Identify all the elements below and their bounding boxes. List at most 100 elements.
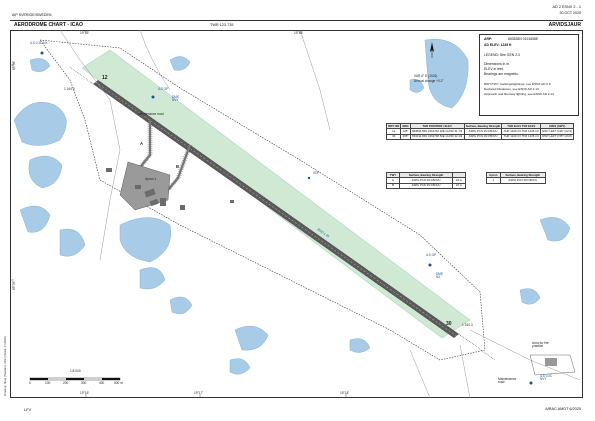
runway-table: RWY NR BRG THR POSITION / ELEV Surface, … <box>385 122 574 141</box>
ad-elevation: AD ELEV: 1245 ft <box>484 43 512 47</box>
taxiway-b-label: B <box>176 164 180 169</box>
footer-amendment: AIRAC AMDT 6/2025 <box>545 407 581 411</box>
grid-label-top: 19°16' <box>294 31 303 35</box>
table-cell: 653442.66N 0191738.52E GUND 32.4/3 <box>409 133 465 141</box>
table-cell: 1 <box>486 177 501 184</box>
runway-12-label: 12 <box>102 75 108 81</box>
taxiway-a <box>137 120 152 171</box>
lake <box>19 205 51 233</box>
declared-distances-note: Declared Distances, see ESNX AD 2.13 <box>484 87 539 91</box>
publisher: AIP SVERIGE/SWEDEN <box>12 13 52 17</box>
dme-label: DME NVY <box>172 95 180 103</box>
lake <box>539 217 571 242</box>
table-cell: 23 m <box>451 182 467 190</box>
table-cell: 30 <box>385 133 402 141</box>
lake <box>169 296 193 315</box>
runway-centreline <box>95 81 457 337</box>
table-cell: ASPH PCN 39 F/B/X/U <box>499 177 547 184</box>
arp-label: ARP: <box>484 37 493 41</box>
runway-30-label: 30 <box>446 321 452 327</box>
grid-label-top: 19°15' <box>80 31 89 35</box>
table-row: 1 ASPH PCN 39 F/B/X/U <box>486 177 547 184</box>
scale-tick: 200 <box>63 381 69 385</box>
lighting-note: Approach and Runway lighting, see ESNX A… <box>484 92 554 96</box>
roads <box>59 29 581 399</box>
threshold-30-elev: 1 240.3 <box>462 323 473 327</box>
annual-change: Annual change +0.2° <box>414 79 444 83</box>
table-cell: B <box>385 182 401 190</box>
grid-label-bottom: 19°18' <box>340 391 349 395</box>
grid-label-bottom: 19°17' <box>194 391 203 395</box>
taxiway-table: TWY Surface, Bearing Strength A ASPH PCN… <box>385 171 467 190</box>
legend-ref: LEGEND: See GEN 2.3 <box>484 53 520 57</box>
grid-label-left: 65°36' <box>12 61 16 70</box>
ils-gp-se-label: ILS GP <box>426 253 437 257</box>
navaids <box>40 51 533 385</box>
lake <box>519 288 541 305</box>
chart-frame <box>10 30 583 398</box>
scale-tick: 500 m <box>114 381 123 385</box>
lake <box>169 56 191 71</box>
lake <box>119 217 171 263</box>
table-row: B ASPH PCN 39 F/B/X/U 23 m <box>385 182 467 190</box>
lake <box>234 325 269 351</box>
footer-publisher: LFV <box>24 407 32 412</box>
lake <box>424 39 469 109</box>
magnetic-variation: VAR 6° E (2024) <box>414 74 438 78</box>
ils-loc-se-label: ILS LOC NVY <box>540 374 553 382</box>
dme-se-label: DME NX <box>436 272 444 280</box>
lake <box>59 228 86 257</box>
table-cell: THR 1240.3 ft TDZ 1245.4 ft <box>501 133 542 141</box>
buildings <box>106 168 234 210</box>
taxiway-b <box>167 144 192 191</box>
grid-label-bottom: 19°16' <box>80 391 89 395</box>
chart-date: 30 OCT 2025 <box>559 11 581 15</box>
arp-value: 653528N 0191658E <box>508 37 539 41</box>
vdf-label: VDF <box>313 171 320 175</box>
scale-tick: 100 <box>45 381 51 385</box>
twr-frequency: TWR 123.735 <box>210 23 234 27</box>
fire-practice-pad <box>545 358 557 366</box>
lake <box>139 267 166 290</box>
north-arrow-icon <box>430 42 434 58</box>
ad-reference: AD 2 ESNX 2 - 1 <box>552 5 582 9</box>
table-cell: 305° <box>400 133 411 141</box>
lake <box>409 78 425 93</box>
taxiway-a-label: A <box>140 141 144 146</box>
ils-gp-label: ILS GP <box>158 87 169 91</box>
chart-title: AERODROME CHART - ICAO <box>14 22 83 28</box>
grid-label-left: 65°35' <box>12 281 16 290</box>
bearings-note: Bearings are magnetic. <box>484 72 519 76</box>
fire-practice-label: Area for fire practice <box>532 341 549 349</box>
scale-label: 1:8 000 <box>70 369 81 373</box>
apron-label: Apron 1 <box>145 177 157 181</box>
ils-loc-nw-label: ILS LOC NX <box>30 41 48 45</box>
lake <box>13 101 67 146</box>
aerodrome-fence <box>39 39 486 361</box>
maintenance-road-label: Maintenance road <box>138 112 164 116</box>
header-rule <box>10 20 583 21</box>
threshold-12-elev: 1 244.0 <box>64 87 75 91</box>
table-cell: RWY LEFT 0.55° (20.8) <box>540 133 574 141</box>
lake <box>29 58 51 72</box>
table-row: 30 305° 653442.66N 0191738.52E GUND 32.4… <box>385 133 574 141</box>
taxiways <box>137 120 192 191</box>
aerodrome-name: ARVIDSJAUR <box>548 22 581 28</box>
runway-strip <box>81 49 471 339</box>
lake <box>229 358 251 375</box>
approach-lights <box>69 66 496 361</box>
table-cell: ASPH PCN 39 F/B/X/U <box>463 133 503 141</box>
apron-table: Apron Surface, Bearing Strength 1 ASPH P… <box>486 171 547 184</box>
aerodrome-info-box: ARP: 653528N 0191658E AD ELEV: 1245 ft L… <box>479 34 579 116</box>
elevation-note: ELEV in feet. <box>484 67 504 71</box>
scale-tick: 0 <box>29 381 31 385</box>
scale-tick: 300 <box>81 381 87 385</box>
lake <box>349 338 371 353</box>
scale-tick: 400 <box>99 381 105 385</box>
lake <box>28 155 63 189</box>
maintenance-road-label-2: Maintenance road <box>498 377 517 385</box>
lakes <box>13 39 571 375</box>
fire-practice-area <box>529 354 576 376</box>
scale-bar <box>29 377 121 381</box>
